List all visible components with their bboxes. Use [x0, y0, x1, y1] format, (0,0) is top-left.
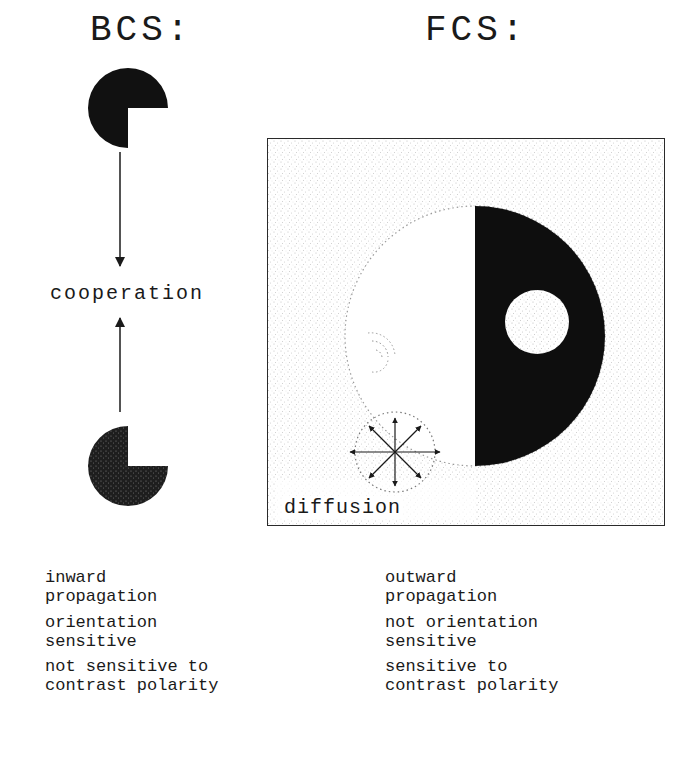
hole [505, 290, 569, 354]
section-heading: FCS: [425, 10, 565, 52]
property-note: not sensitive to contrast polarity [45, 657, 225, 695]
inducer-shape [88, 426, 168, 506]
property-note: inward propagation [45, 568, 195, 606]
spread-arc [372, 341, 388, 357]
black-half [475, 206, 605, 466]
disc-outline [345, 206, 605, 466]
process-label: cooperation [50, 282, 250, 306]
inducer-shape [88, 68, 168, 148]
spread-arc [372, 360, 388, 372]
speckled-ground [268, 139, 664, 525]
arrow [119, 318, 121, 412]
spread-arc [376, 350, 382, 358]
ground-patch [275, 480, 475, 520]
arrow [119, 152, 121, 266]
property-note: sensitive to contrast polarity [385, 657, 570, 695]
process-label: diffusion [282, 496, 403, 519]
hole-texture [505, 290, 569, 354]
section-heading: BCS: [90, 10, 230, 52]
inducer-texture [88, 426, 168, 506]
property-note: orientation sensitive [45, 613, 195, 651]
panel-box: diffusion [267, 138, 665, 526]
property-note: outward propagation [385, 568, 535, 606]
spread-arc [368, 333, 395, 356]
diffusion-arrows [350, 418, 440, 486]
property-note: not orientation sensitive [385, 613, 555, 651]
